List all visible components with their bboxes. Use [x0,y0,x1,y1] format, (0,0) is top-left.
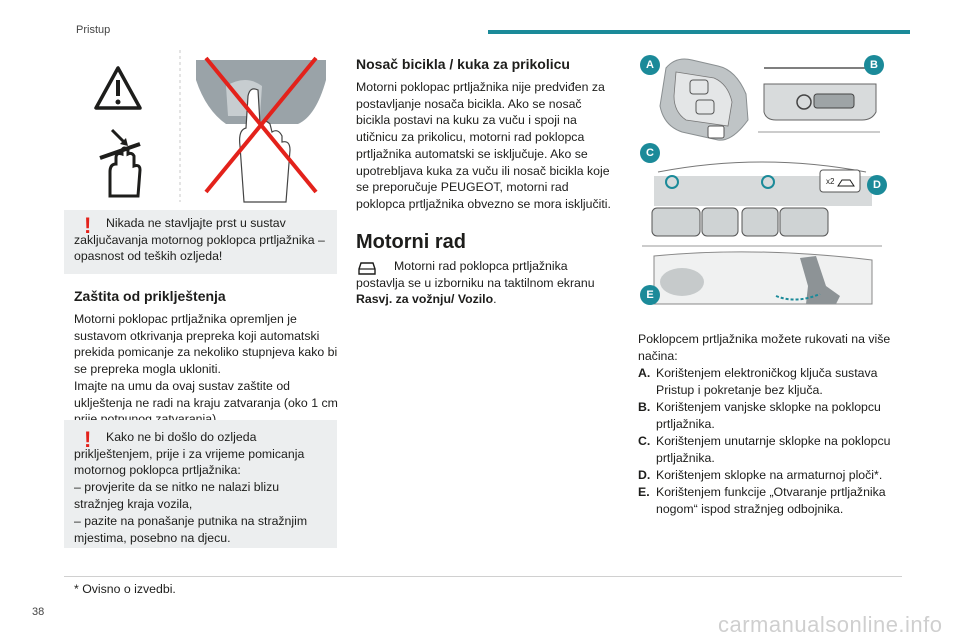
warning-box-pinching: ! Kako ne bi došlo do ozljeda priklješte… [64,420,337,548]
warning-triangle-icon [94,66,142,110]
list-item: A. Korištenjem elektroničkog ključa sust… [638,366,878,397]
operation-methods-intro: Poklopcem prtljažnika možete rukovati na… [638,332,891,363]
warning-box-finger: ! Nikada ne stavljajte prst u sustav zak… [64,210,337,274]
power-operation-note: Motorni rad poklopca prtljažnika postavl… [356,259,595,307]
trunk-lock-photo [190,52,330,203]
footnote: * Ovisno o izvedbi. [74,582,176,596]
car-icon [356,259,378,277]
bike-carrier-paragraph: Motorni poklopac prtljažnika nije predvi… [356,80,611,211]
section-title-power-operation: Motorni rad [356,231,466,253]
section-heading-bike-carrier: Nosač bicikla / kuka za prikolicu [356,56,570,72]
hands-free-tailgate-image [653,251,873,305]
exterior-switch-image [758,67,880,133]
warning-text: Nikada ne stavljajte prst u sustav zaklj… [74,216,325,264]
label-badge-a: A [640,55,660,75]
label-badge-c: C [640,143,660,163]
footnote-divider [64,576,902,577]
anti-pinch-paragraph: Motorni poklopac prtljažnika opremljen j… [74,312,338,377]
dashboard-switch-image: x2 [819,169,861,193]
warning-item: – provjerite da se nitko ne nalazi blizu… [74,480,280,511]
header-accent-bar [488,30,910,34]
list-item: D. Korištenjem sklopke na armaturnoj plo… [638,468,883,482]
finger-warning-illustration [76,46,336,206]
watermark: carmanualsonline.info [718,612,943,637]
label-badge-e: E [640,285,660,305]
page-number: 38 [32,606,45,618]
warning-item: – pazite na ponašanje putnika na stražnj… [74,514,308,545]
warning-exclamation-icon: ! [84,213,92,238]
list-item: C. Korištenjem unutarnje sklopke na pokl… [638,434,891,465]
operation-methods-list: A. Korištenjem elektroničkog ključa sust… [638,365,900,518]
list-item: E. Korištenjem funkcije „Otvaranje prtlj… [638,485,886,516]
section-heading-anti-pinch: Zaštita od priklještenja [74,288,226,304]
settings-menu-path: Rasvj. za vožnju/ Vozilo [356,292,494,307]
electronic-key-image [659,58,749,141]
hand-pinch-icon [99,128,142,198]
warning-intro: Kako ne bi došlo do ozljeda priklještenj… [74,430,305,478]
list-item: B. Korištenjem vanjske sklopke na poklop… [638,400,881,431]
label-badge-d: D [867,175,887,195]
label-badge-b: B [864,55,884,75]
x2-label: x2 [826,177,835,186]
warning-exclamation-icon: ! [84,427,92,452]
section-title: Pristup [76,24,111,36]
tailgate-controls-illustration: x2 [636,50,890,312]
interior-switch-image [642,161,882,247]
